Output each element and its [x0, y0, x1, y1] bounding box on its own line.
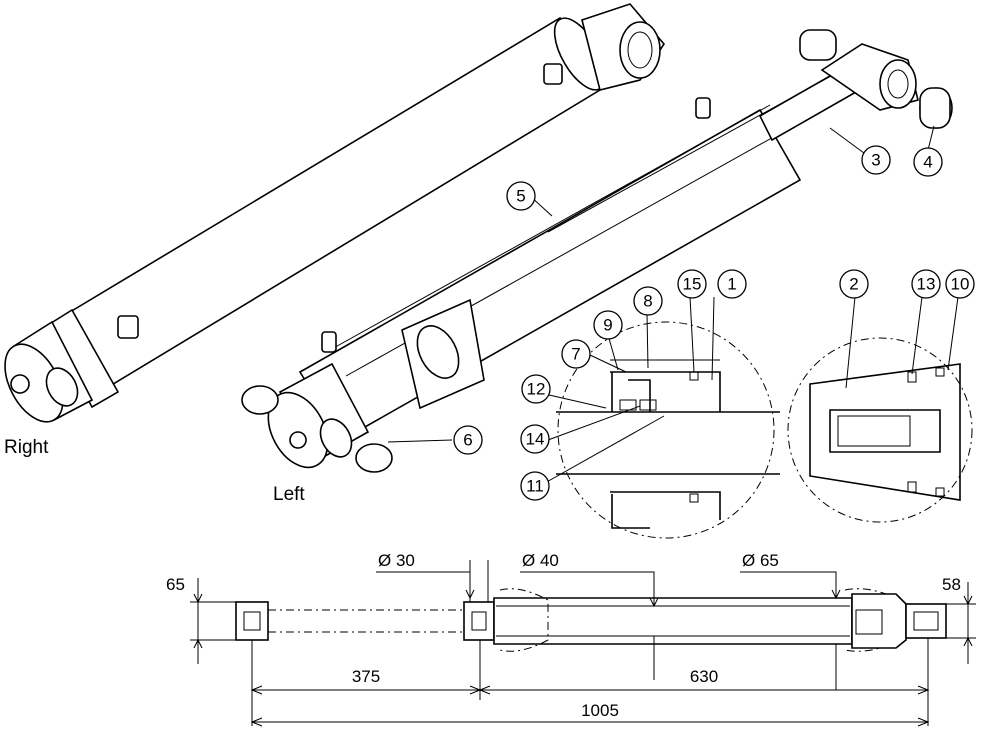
callout-13: 13 — [911, 269, 941, 299]
callout-5: 5 — [506, 181, 536, 211]
detail-piston-section — [787, 337, 973, 523]
callout-12-label: 12 — [527, 380, 546, 399]
callout-2-label: 2 — [849, 275, 858, 294]
callout-6: 6 — [453, 425, 483, 455]
dim-left-end-height: 65 — [166, 575, 185, 594]
cylinder-left-view — [241, 29, 919, 473]
left-view-label: Left — [273, 484, 305, 505]
dim-piston-diameter: Ø 40 — [522, 551, 559, 570]
right-view-label: Right — [4, 437, 49, 458]
callout-6-label: 6 — [463, 431, 472, 450]
callout-3: 3 — [861, 145, 891, 175]
callout-10-label: 10 — [951, 275, 970, 294]
dimension-lines — [190, 560, 976, 727]
callout-4: 4 — [913, 147, 943, 177]
callout-8-label: 8 — [643, 292, 652, 311]
loose-bushing — [919, 87, 953, 129]
detail-seal-section — [556, 321, 780, 539]
callout-leaders — [387, 125, 959, 489]
callout-2: 2 — [839, 269, 869, 299]
callout-11: 11 — [520, 471, 550, 501]
callout-14: 14 — [520, 424, 550, 454]
callout-14-label: 14 — [526, 430, 545, 449]
callout-1: 1 — [717, 269, 747, 299]
dim-barrel-diameter: Ø 65 — [742, 551, 779, 570]
callout-3-label: 3 — [871, 151, 880, 170]
callout-12: 12 — [521, 374, 551, 404]
dim-total-length: 1005 — [581, 701, 619, 720]
callout-5-label: 5 — [516, 187, 525, 206]
dim-barrel-length: 630 — [690, 667, 718, 686]
callout-15-label: 15 — [683, 275, 702, 294]
callout-7-label: 7 — [571, 345, 580, 364]
callout-7: 7 — [561, 339, 591, 369]
cylinder-right-view — [4, 3, 666, 423]
callout-9-label: 9 — [603, 316, 612, 335]
callout-15: 15 — [677, 269, 707, 299]
dim-stroke-length: 375 — [352, 667, 380, 686]
callout-4-label: 4 — [923, 153, 932, 172]
cylinder-elevation — [235, 588, 947, 652]
callout-13-label: 13 — [917, 275, 936, 294]
callout-1-label: 1 — [727, 275, 736, 294]
callout-9: 9 — [593, 310, 623, 340]
callout-10: 10 — [945, 269, 975, 299]
callout-11-label: 11 — [526, 477, 544, 496]
dim-rod-diameter: Ø 30 — [378, 551, 415, 570]
dim-right-end-height: 58 — [942, 575, 961, 594]
callout-8: 8 — [633, 286, 663, 316]
